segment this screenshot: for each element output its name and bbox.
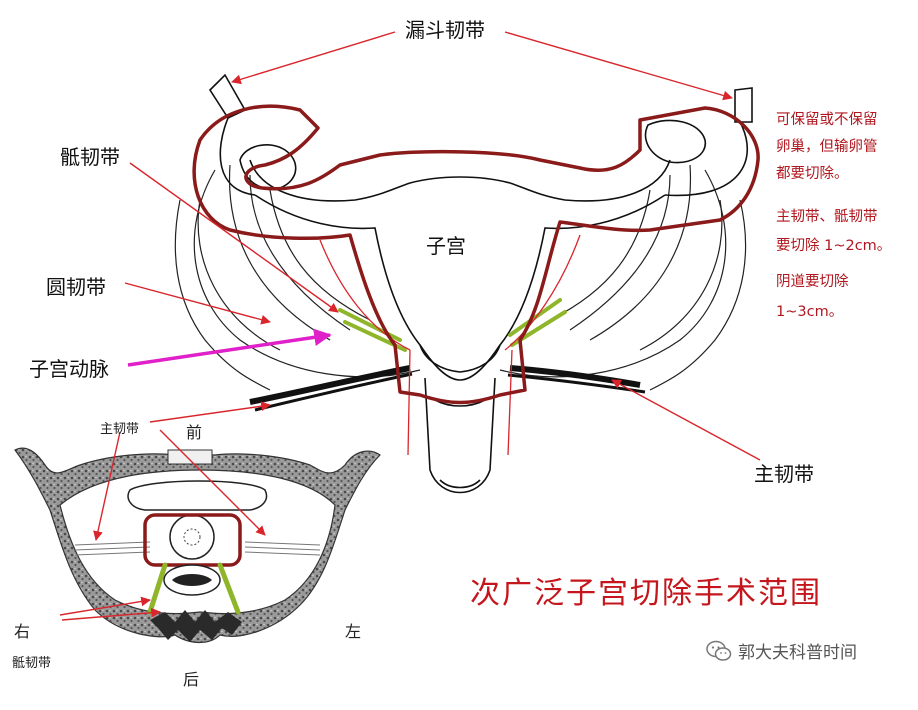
label-left: 左 bbox=[345, 622, 362, 641]
note-line-7: 1~3cm。 bbox=[776, 304, 844, 320]
cardinal-ligament-bands bbox=[249, 365, 646, 412]
arrow-round bbox=[124, 282, 271, 325]
arrow-cardinal-small bbox=[149, 401, 271, 423]
diagram-title: 次广泛子宫切除手术范围 bbox=[470, 576, 822, 611]
note-line-6: 阴道要切除 bbox=[776, 274, 849, 290]
vessel-lines bbox=[319, 234, 581, 456]
arrow-cardinal-right bbox=[611, 379, 761, 461]
pointer-arrows bbox=[59, 31, 761, 621]
arrow-infundibulopelvic-right bbox=[504, 31, 733, 101]
label-uterosacral-bottom: 骶韧带 bbox=[12, 656, 52, 671]
label-back: 后 bbox=[183, 670, 200, 689]
label-infundibulopelvic: 漏斗韧带 bbox=[405, 18, 485, 42]
arrow-uterine-artery bbox=[127, 328, 332, 367]
label-round: 圆韧带 bbox=[46, 275, 106, 299]
note-line-2: 卵巢，但输卵管 bbox=[776, 139, 878, 155]
label-uterosacral-top: 骶韧带 bbox=[60, 145, 120, 169]
sacrum bbox=[150, 610, 242, 642]
uterus-sketch bbox=[208, 73, 753, 494]
watermark: 郭大夫科普时间 bbox=[706, 638, 857, 663]
note-line-3: 都要切除。 bbox=[776, 166, 849, 182]
label-uterine-artery: 子宫动脉 bbox=[29, 357, 109, 381]
wechat-icon bbox=[706, 640, 732, 661]
note-line-4: 主韧带、骶韧带 bbox=[776, 209, 878, 225]
arrow-uterosacral bbox=[129, 162, 339, 313]
label-uterus: 子宫 bbox=[426, 234, 466, 258]
arrow-infundibulopelvic-left bbox=[231, 31, 396, 85]
note-line-1: 可保留或不保留 bbox=[776, 112, 878, 128]
label-cardinal-small: 主韧带 bbox=[100, 422, 140, 437]
bladder bbox=[127, 480, 268, 511]
resection-outline-top bbox=[192, 104, 760, 405]
watermark-text: 郭大夫科普时间 bbox=[738, 643, 857, 663]
label-right: 右 bbox=[14, 622, 31, 641]
label-front: 前 bbox=[186, 423, 203, 442]
broad-ligament-sketch bbox=[174, 164, 747, 391]
label-cardinal-right: 主韧带 bbox=[754, 462, 814, 486]
note-line-5: 要切除 1~2cm。 bbox=[776, 238, 892, 254]
